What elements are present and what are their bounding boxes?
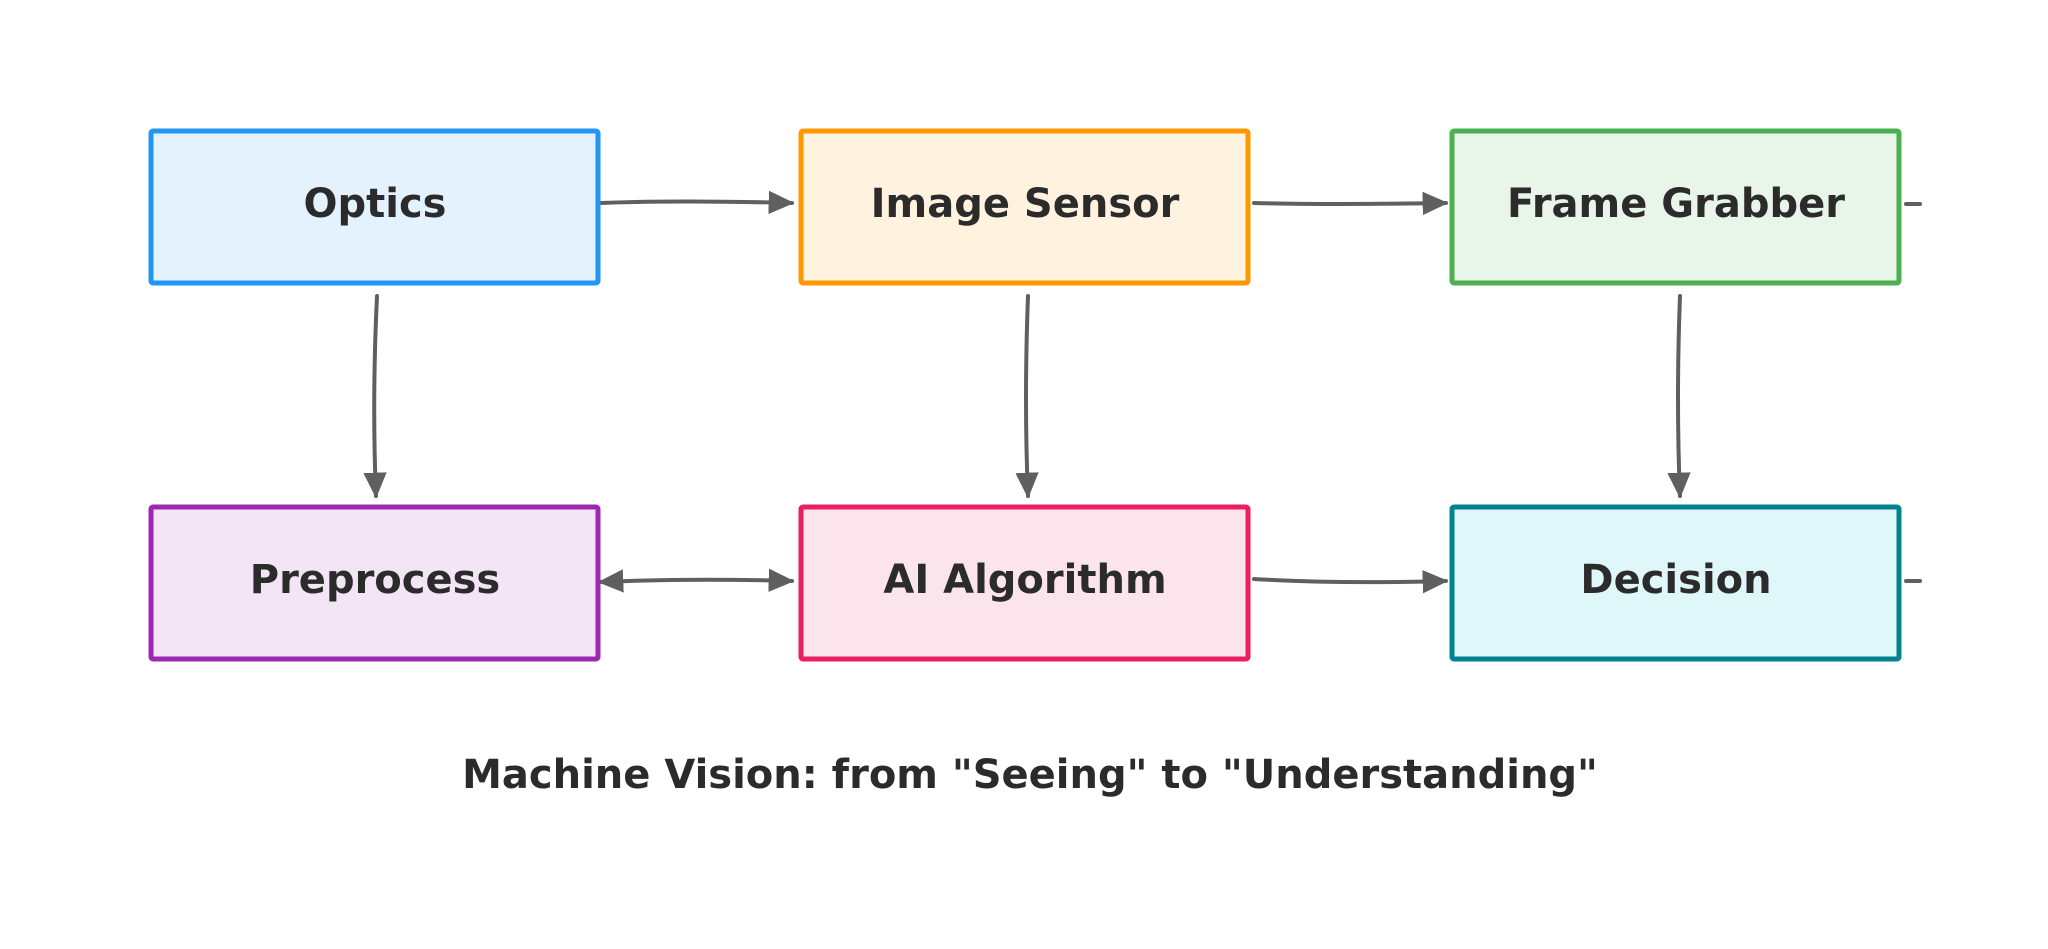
node-image-sensor[interactable]: Image Sensor	[798, 128, 1251, 286]
edge-image-sensor-to-frame-grabber	[1252, 191, 1449, 216]
edge-ai-algorithm-to-decision	[1252, 569, 1449, 594]
node-box-decision	[1449, 504, 1902, 662]
node-box-frame-grabber	[1449, 128, 1902, 286]
node-label-optics: Optics	[304, 181, 447, 227]
node-box-preprocess	[148, 504, 601, 662]
node-label-image-sensor: Image Sensor	[871, 181, 1180, 227]
edge-optics-to-preprocess	[363, 294, 387, 499]
edge-preprocess-ai-algorithm	[597, 568, 795, 593]
node-label-preprocess: Preprocess	[250, 557, 500, 603]
node-frame-grabber[interactable]: Frame Grabber	[1449, 128, 1902, 286]
edge-frame-grabber-to-decision	[1667, 294, 1691, 499]
node-ai-algorithm[interactable]: AI Algorithm	[798, 504, 1251, 662]
edge-image-sensor-to-ai-algorithm	[1015, 294, 1039, 499]
edges-group	[363, 190, 1922, 594]
node-decision[interactable]: Decision	[1449, 504, 1902, 662]
node-optics[interactable]: Optics	[148, 128, 601, 286]
node-label-frame-grabber: Frame Grabber	[1507, 181, 1845, 227]
node-label-ai-algorithm: AI Algorithm	[883, 557, 1166, 603]
node-box-ai-algorithm	[798, 504, 1251, 662]
diagram-caption: Machine Vision: from "Seeing" to "Unders…	[462, 752, 1598, 798]
node-box-optics	[148, 128, 601, 286]
node-label-decision: Decision	[1580, 557, 1771, 603]
node-preprocess[interactable]: Preprocess	[148, 504, 601, 662]
node-box-image-sensor	[798, 128, 1251, 286]
edge-optics-to-image-sensor	[598, 190, 795, 215]
